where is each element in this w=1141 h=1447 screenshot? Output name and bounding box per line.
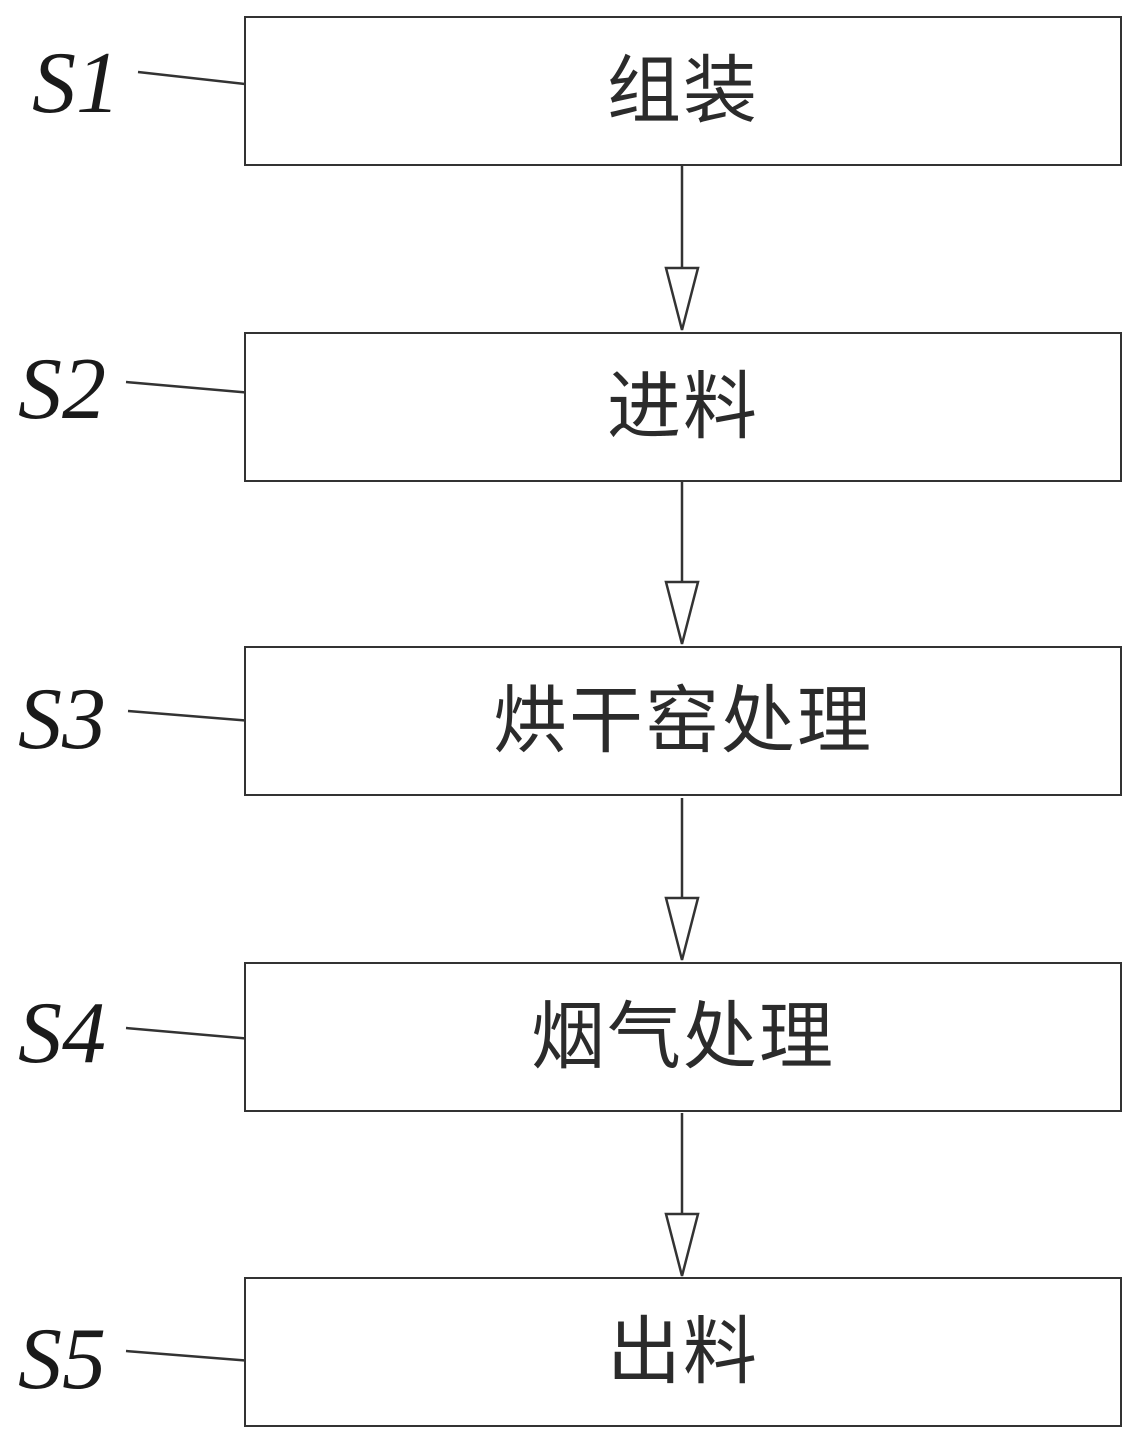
step-text: 组装: [607, 48, 759, 134]
step-label-s2: S2: [18, 341, 106, 438]
step-label-s3: S3: [18, 671, 106, 768]
step-text: 烟气处理: [531, 994, 835, 1080]
leader-line-s4: [125, 1026, 265, 1042]
leader-line-s3: [127, 709, 265, 724]
step-box-flue-gas: 烟气处理: [244, 962, 1122, 1112]
flow-arrow-4: [664, 1113, 700, 1277]
step-box-assembly: 组装: [244, 16, 1122, 166]
flow-arrow-1: [664, 166, 700, 331]
step-text: 出料: [607, 1309, 759, 1395]
flow-arrow-3: [664, 798, 700, 961]
flow-arrow-2: [664, 482, 700, 645]
step-label-s1: S1: [32, 35, 120, 132]
leader-line-s5: [125, 1349, 265, 1364]
step-text: 进料: [607, 364, 759, 450]
step-box-feeding: 进料: [244, 332, 1122, 482]
step-box-kiln-drying: 烘干窑处理: [244, 646, 1122, 796]
step-box-discharge: 出料: [244, 1277, 1122, 1427]
step-label-s4: S4: [18, 985, 106, 1082]
leader-line-s2: [125, 380, 265, 396]
step-text: 烘干窑处理: [493, 678, 873, 764]
step-label-s5: S5: [18, 1311, 106, 1408]
